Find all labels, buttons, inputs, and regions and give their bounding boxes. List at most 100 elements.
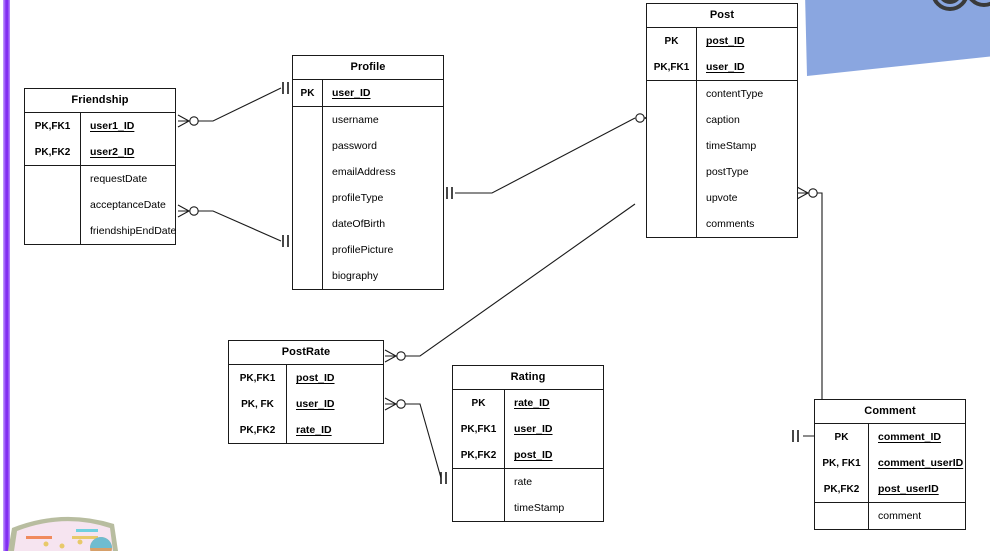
attribute-row[interactable]: username xyxy=(293,107,443,133)
attribute-row[interactable]: profileType xyxy=(293,185,443,211)
attribute-row[interactable]: PK,FK1 user_ID xyxy=(647,54,797,80)
key-cell: PK,FK1 xyxy=(453,416,505,442)
key-cell xyxy=(647,211,697,237)
key-cell: PK xyxy=(647,28,697,54)
key-cell: PK xyxy=(293,80,323,106)
attribute-cell: post_ID xyxy=(706,35,745,47)
key-cell: PK,FK2 xyxy=(229,417,287,443)
attribute-cell: postType xyxy=(706,166,749,178)
attribute-row[interactable]: comments xyxy=(647,211,797,237)
attribute-group: contentType caption timeStamp postType upvot… xyxy=(647,81,797,237)
attribute-cell: rate xyxy=(514,476,533,488)
key-cell: PK,FK1 xyxy=(647,54,697,80)
attribute-cell: upvote xyxy=(706,192,738,204)
attribute-row[interactable]: friendshipEndDate xyxy=(25,218,177,244)
attribute-cell: rate_ID xyxy=(296,424,332,436)
attribute-row[interactable]: postType xyxy=(647,159,797,185)
attribute-row[interactable]: PK,FK2 rate_ID xyxy=(229,417,383,443)
connector-friendship-profile-2 xyxy=(188,210,282,242)
attribute-row[interactable]: password xyxy=(293,133,443,159)
key-cell xyxy=(647,107,697,133)
attribute-row[interactable]: emailAddress xyxy=(293,159,443,185)
attribute-cell: user1_ID xyxy=(90,120,135,132)
entity-title-postrate: PostRate xyxy=(229,341,383,365)
cardinality-zero-or-many xyxy=(384,397,406,411)
key-cell xyxy=(25,192,81,218)
corner-clipart-decoration xyxy=(8,516,118,551)
attribute-row[interactable]: biography xyxy=(293,263,443,289)
attribute-row[interactable]: profilePicture xyxy=(293,237,443,263)
entity-title-profile: Profile xyxy=(293,56,443,80)
entity-title-comment: Comment xyxy=(815,400,965,424)
entity-title-rating: Rating xyxy=(453,366,603,390)
attribute-row[interactable]: PK post_ID xyxy=(647,28,797,54)
entity-title-post: Post xyxy=(647,4,797,28)
attribute-row[interactable]: PK user_ID xyxy=(293,80,443,106)
attribute-cell: post_userID xyxy=(878,483,939,495)
key-cell xyxy=(293,107,323,133)
key-cell xyxy=(293,185,323,211)
attribute-row[interactable]: rate xyxy=(453,469,603,495)
cardinality-zero-or-many xyxy=(177,114,199,128)
attribute-cell: user_ID xyxy=(514,423,553,435)
attribute-cell: dateOfBirth xyxy=(332,218,386,230)
key-cell xyxy=(647,133,697,159)
attribute-row[interactable]: PK,FK1 user_ID xyxy=(453,416,603,442)
blue-banner-shape xyxy=(805,0,990,76)
attribute-row[interactable]: upvote xyxy=(647,185,797,211)
key-cell: PK, FK1 xyxy=(815,450,869,476)
attribute-cell: username xyxy=(332,114,379,126)
attribute-row[interactable]: contentType xyxy=(647,81,797,107)
attribute-row[interactable]: timeStamp xyxy=(647,133,797,159)
connector-friendship-profile-1 xyxy=(188,87,282,122)
connector-postrate-rating xyxy=(396,403,442,479)
attribute-row[interactable]: comment xyxy=(815,503,965,529)
attribute-row[interactable]: dateOfBirth xyxy=(293,211,443,237)
attribute-row[interactable]: PK,FK1 post_ID xyxy=(229,365,383,391)
key-cell xyxy=(293,211,323,237)
attribute-cell: post_ID xyxy=(514,449,553,461)
connector-profile-post xyxy=(455,117,636,194)
key-cell xyxy=(25,218,81,244)
attribute-cell: timeStamp xyxy=(706,140,757,152)
attribute-row[interactable]: caption xyxy=(647,107,797,133)
attribute-cell: user_ID xyxy=(706,61,745,73)
attribute-cell: comments xyxy=(706,218,755,230)
attribute-row[interactable]: timeStamp xyxy=(453,495,603,521)
attribute-cell: contentType xyxy=(706,88,764,100)
attribute-cell: post_ID xyxy=(296,372,335,384)
attribute-row[interactable]: acceptanceDate xyxy=(25,192,175,218)
attribute-row[interactable]: PK,FK1 user1_ID xyxy=(25,113,175,139)
attribute-cell: friendshipEndDate xyxy=(90,225,177,237)
attribute-cell: comment xyxy=(878,510,922,522)
attribute-cell: user_ID xyxy=(332,87,371,99)
attribute-group: comment xyxy=(815,503,965,529)
key-cell xyxy=(293,133,323,159)
attribute-cell: requestDate xyxy=(90,173,148,185)
attribute-cell: caption xyxy=(706,114,740,126)
attribute-row[interactable]: requestDate xyxy=(25,166,175,192)
key-cell xyxy=(815,503,869,529)
attribute-cell: comment_ID xyxy=(878,431,942,443)
key-cell: PK,FK1 xyxy=(25,113,81,139)
key-cell: PK,FK1 xyxy=(229,365,287,391)
